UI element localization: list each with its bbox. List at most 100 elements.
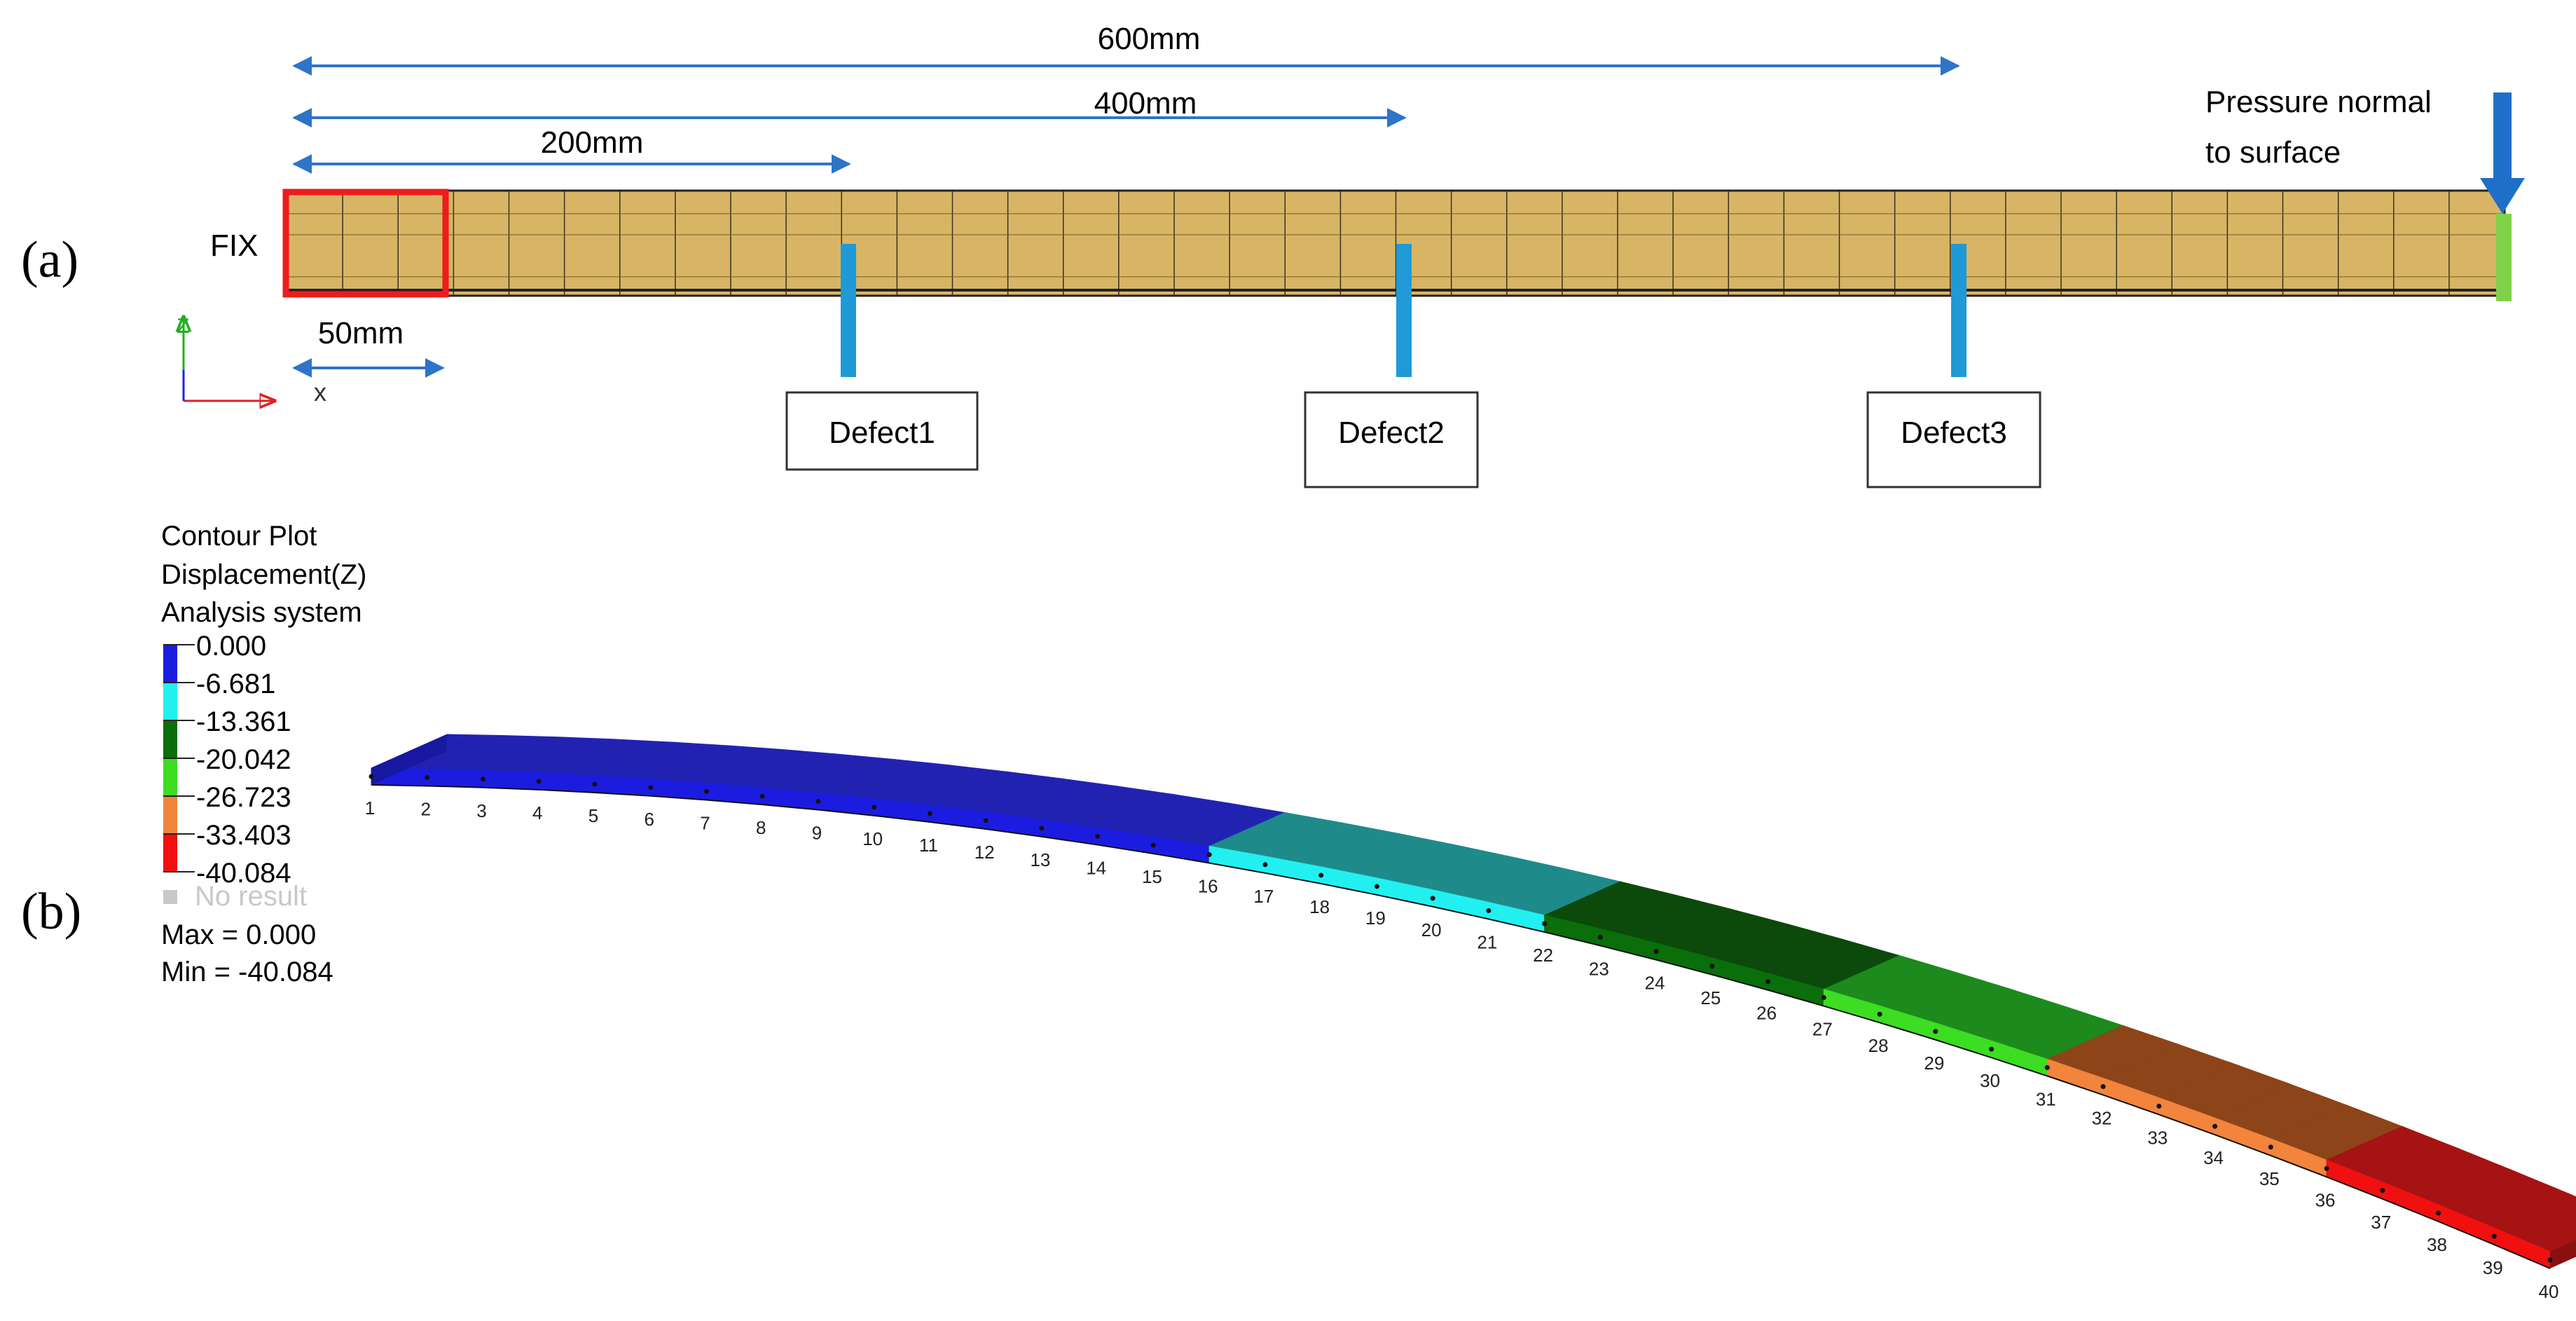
- node-dot: [2268, 1144, 2273, 1149]
- node-dot: [425, 775, 429, 780]
- node-number: 14: [1086, 858, 1106, 879]
- node-dot: [1039, 826, 1044, 830]
- legend-title-3: Analysis system: [161, 597, 362, 628]
- node-dot: [1151, 843, 1156, 848]
- node-number: 33: [2147, 1127, 2168, 1148]
- no-result-swatch: [163, 890, 177, 904]
- node-dot: [648, 785, 653, 790]
- node-number: 34: [2203, 1147, 2224, 1168]
- node-dot: [2045, 1065, 2050, 1070]
- node-number: 38: [2427, 1234, 2447, 1255]
- node-number: 24: [1645, 973, 1665, 994]
- min-label: Min = -40.084: [161, 957, 333, 987]
- defect-3-marker: [1951, 244, 1967, 377]
- element-side-face: [483, 771, 539, 790]
- node-dot: [704, 789, 709, 794]
- node-number: 26: [1756, 1003, 1777, 1024]
- node-number: 4: [532, 802, 542, 823]
- dimension-50-label: 50mm: [318, 316, 404, 350]
- node-number: 9: [812, 823, 822, 844]
- legend-swatch: [163, 796, 177, 834]
- legend-values: 0.000-6.681-13.361-20.042-26.723-33.403-…: [196, 631, 291, 889]
- node-dot: [2380, 1188, 2385, 1193]
- node-dot: [1654, 949, 1659, 954]
- node-dot: [2492, 1234, 2497, 1239]
- node-number: 32: [2092, 1107, 2112, 1128]
- node-dot: [2212, 1124, 2217, 1129]
- node-number: 1: [365, 798, 375, 819]
- element-side-face: [427, 769, 483, 787]
- dimension-200: 200mm: [294, 125, 849, 164]
- node-dot: [984, 818, 989, 823]
- dimension-200-label: 200mm: [541, 125, 644, 160]
- node-number: 27: [1812, 1019, 1833, 1040]
- legend-value: -26.723: [196, 782, 291, 813]
- defect-1-label: Defect1: [829, 416, 935, 450]
- node-dot: [1431, 896, 1435, 901]
- pressure-face: [2496, 214, 2512, 301]
- node-number: 6: [644, 809, 654, 830]
- defect-1-marker: [841, 244, 856, 377]
- axis-x-label: x: [314, 378, 326, 406]
- node-dot: [481, 776, 485, 781]
- no-result-label: No result: [195, 881, 307, 912]
- node-number: 18: [1309, 896, 1330, 917]
- panel-a-label: (a): [21, 231, 78, 289]
- node-number: 20: [1421, 919, 1442, 940]
- legend-value: 0.000: [196, 631, 266, 662]
- node-dot: [1821, 995, 1826, 1000]
- node-number: 10: [862, 828, 883, 849]
- legend-swatch: [163, 683, 177, 720]
- node-dot: [1709, 964, 1714, 968]
- legend-value: -20.042: [196, 744, 291, 775]
- node-number: 30: [1980, 1070, 2000, 1091]
- node-number: 22: [1533, 945, 1553, 966]
- node-dot: [1095, 834, 1100, 839]
- panel-a: (a) 600mm 400mm 200mm 50mm FIX: [21, 22, 2525, 487]
- legend-swatch: [163, 645, 177, 683]
- node-number: 13: [1030, 849, 1050, 870]
- legend-title-2: Displacement(Z): [161, 559, 366, 590]
- node-number: 40: [2539, 1281, 2559, 1302]
- dimension-600: 600mm: [294, 22, 1958, 66]
- legend-title-1: Contour Plot: [161, 521, 317, 552]
- node-number: 16: [1198, 876, 1218, 897]
- node-dot: [1878, 1012, 1882, 1017]
- defect-2-label: Defect2: [1338, 416, 1445, 450]
- node-dot: [1765, 979, 1770, 984]
- legend-value: -6.681: [196, 669, 275, 699]
- node-number: 17: [1253, 886, 1274, 907]
- legend-swatch: [163, 758, 177, 796]
- node-dot: [537, 779, 542, 783]
- node-dot: [369, 774, 374, 779]
- legend: Contour Plot Displacement(Z) Analysis sy…: [161, 521, 366, 987]
- panel-b-label: (b): [21, 883, 81, 940]
- legend-swatch: [163, 720, 177, 758]
- legend-value: -33.403: [196, 820, 291, 851]
- node-number: 35: [2259, 1168, 2280, 1189]
- pressure-label-line2: to surface: [2205, 135, 2341, 170]
- legend-color-bar: [163, 645, 195, 872]
- dimension-400-label: 400mm: [1094, 86, 1197, 121]
- node-dot: [760, 794, 765, 799]
- node-dot: [1598, 935, 1603, 940]
- node-number: 37: [2371, 1212, 2391, 1233]
- node-dot: [928, 811, 932, 816]
- node-dot: [592, 781, 597, 786]
- node-dot: [1318, 872, 1323, 877]
- node-dot: [1542, 922, 1547, 926]
- node-dot: [2156, 1104, 2161, 1109]
- beam-mesh: [287, 191, 2505, 296]
- node-dot: [2548, 1258, 2553, 1263]
- node-dot: [2436, 1210, 2441, 1215]
- node-number: 7: [700, 813, 710, 834]
- node-number: 31: [2036, 1088, 2056, 1109]
- node-number: 36: [2315, 1189, 2336, 1210]
- dimension-400: 400mm: [294, 86, 1405, 121]
- node-dot: [815, 799, 820, 804]
- node-dot: [1207, 852, 1212, 857]
- node-number: 8: [756, 817, 766, 838]
- node-number: 12: [974, 842, 995, 863]
